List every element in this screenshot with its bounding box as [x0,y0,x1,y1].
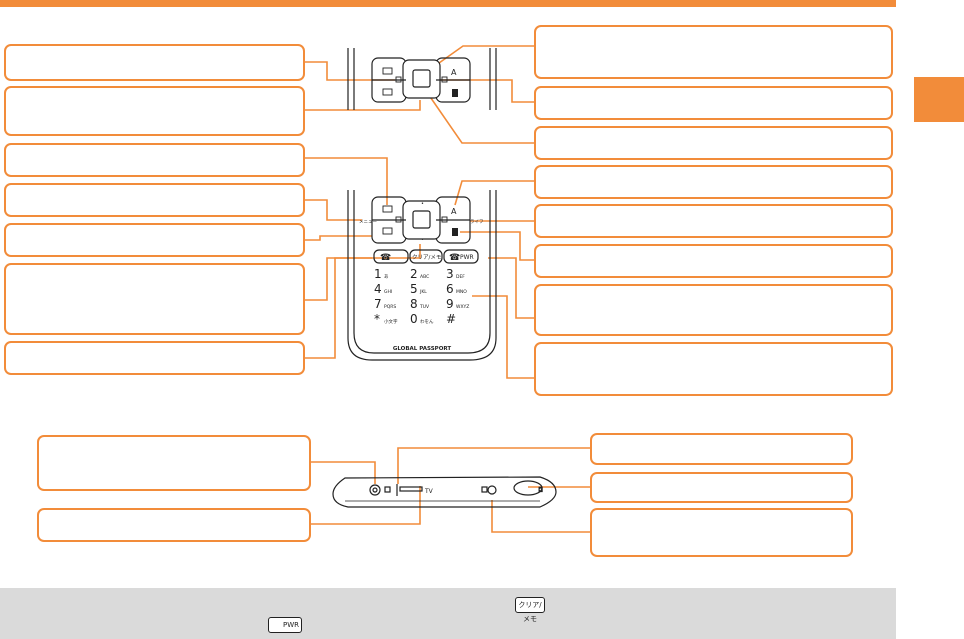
keypad-digit: 6 [446,282,454,296]
chapter-tab [914,77,964,122]
keypad-digit: * [374,312,380,326]
callout-box-right-7 [534,284,893,336]
phone-side-labels: TV ◘ [424,486,544,495]
keypad-digit: 1 [374,267,382,281]
top-accent-bar [0,0,896,7]
keypad-sublabel: あ [384,274,389,280]
keypad-key-10: * 小文字 [374,312,398,326]
keypad-digit: 2 [410,267,418,281]
callout-box-left-3 [4,143,305,177]
clear-key-label: クリア/メモ [412,254,441,261]
phone-front-body [347,190,497,361]
camera-icon: ◘ [538,486,544,494]
svg-text:•: • [421,201,424,207]
callout-box-left-2 [4,86,305,136]
brand-text: GLOBAL PASSPORT [393,346,452,352]
callout-box-left-6 [4,263,305,335]
callout-box-right-5 [534,204,893,238]
leader-lines [305,45,590,533]
callout-box-right-1 [534,25,893,79]
keypad-digit: 0 [410,312,418,326]
svg-text:A: A [451,207,457,216]
end-key-icon: ☎ [449,253,460,263]
callout-box-right-8 [534,342,893,396]
keypad-sublabel: 小文字 [384,318,398,325]
callout-box-bottom-3 [590,433,853,465]
callout-box-left-5 [4,223,305,257]
keypad-key-12: # [446,312,456,326]
keypad-digit: 3 [446,267,454,281]
right-soft-label: ライフ [470,219,484,225]
keypad-digit: # [446,312,456,326]
tv-label: TV [424,488,434,495]
keypad-digit: 8 [410,297,418,311]
send-key-icon: ☎ [380,253,391,263]
keypad-sublabel: MNO [456,289,467,295]
keypad-sublabel: JKL [419,289,427,295]
keypad-digit: 5 [410,282,418,296]
keypad-sublabel: ABC [420,274,429,280]
keypad-digit: 9 [446,297,454,311]
keypad-sublabel: わをん [420,318,434,325]
callout-box-right-4 [534,165,893,199]
keypad-digit: 7 [374,297,382,311]
callout-box-left-7 [4,341,305,375]
phone-top-view [347,48,497,110]
keypad-sublabel: WXYZ [456,304,469,310]
callout-box-bottom-4 [590,472,853,503]
svg-text:A: A [451,68,457,77]
keypad-sublabel: TUV [419,304,430,310]
callout-box-bottom-5 [590,508,853,557]
left-soft-label: メニュー [359,219,377,225]
power-key-icon: PWR [268,617,302,633]
callout-box-right-6 [534,244,893,278]
callout-box-bottom-2 [37,508,311,542]
keypad-sublabel: DEF [456,274,465,280]
phone-top-icons: A [382,67,458,97]
phone-front-icons: A メニュー ライフ ☎ クリア/メモ ☎ PWR • • [359,201,484,263]
keypad-sublabel: PQRS [384,304,396,310]
callout-box-left-4 [4,183,305,217]
callout-box-right-2 [534,86,893,120]
clear-key-icon: クリア/メモ [515,597,545,623]
power-key-label: PWR [460,254,474,261]
callout-box-bottom-1 [37,435,311,491]
svg-text:•: • [421,237,424,243]
keypad-digit: 4 [374,282,382,296]
phone-side-view [332,476,557,508]
callout-box-left-1 [4,44,305,81]
keypad-sublabel: GHI [384,289,392,295]
footer-note-band [0,588,896,639]
callout-box-right-3 [534,126,893,160]
